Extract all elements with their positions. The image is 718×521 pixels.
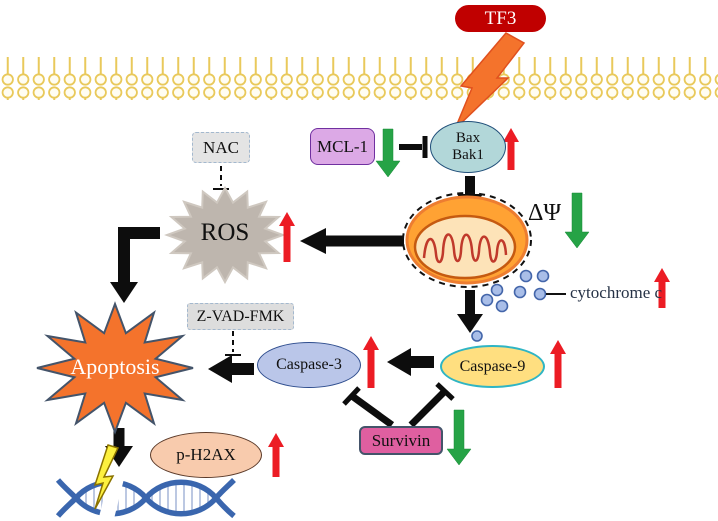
caspase9-node: Caspase-9 — [440, 345, 545, 388]
inhibition-bars — [213, 136, 455, 428]
ph2ax-label: p-H2AX — [176, 445, 236, 464]
up-arrow-bax-icon — [503, 128, 519, 170]
ph2ax-node: p-H2AX — [150, 432, 262, 478]
up-arrow-cytochrome-icon — [654, 268, 670, 308]
cytochrome-c-label: cytochrome c — [570, 283, 663, 302]
nac-node: NAC — [192, 132, 250, 163]
apoptosis-starburst-icon — [36, 301, 194, 435]
ros-label: ROS — [200, 219, 250, 246]
caspase3-label: Caspase-3 — [276, 356, 342, 373]
tf3-label: TF3 — [484, 7, 517, 29]
up-arrow-caspase3-icon — [363, 336, 379, 388]
arrow-mitochondria-to-ros — [300, 228, 404, 254]
mitochondria-icon — [402, 192, 532, 288]
up-arrow-caspase9-icon — [550, 340, 566, 388]
caspase3-node: Caspase-3 — [257, 342, 361, 388]
inhibition-zvadfmk-to-caspase3-arrow — [225, 331, 241, 356]
inhibition-nac-to-ros — [213, 166, 229, 190]
down-arrow-deltapsi-icon — [564, 192, 590, 249]
arrow-ros-to-apoptosis — [110, 227, 160, 303]
inhibition-survivin-to-caspase3 — [342, 386, 395, 428]
ros-starburst-icon — [164, 185, 286, 285]
up-arrow-ros-icon — [279, 212, 295, 262]
dna-damage-lightning-icon — [93, 444, 120, 510]
up-arrow-ph2ax-icon — [268, 433, 284, 477]
arrow-caspase3-to-apoptosis — [208, 355, 254, 383]
tf3-node: TF3 — [455, 5, 546, 32]
delta-psi-label: ΔΨ — [528, 200, 562, 226]
survivin-node: Survivin — [359, 426, 443, 455]
mcl1-node: MCL-1 — [310, 128, 375, 165]
bak1-label: Bak1 — [452, 147, 484, 163]
down-arrow-survivin-icon — [446, 409, 472, 466]
cytochrome-c-dots-icon — [471, 269, 566, 342]
arrow-mitochondria-to-caspase9 — [457, 290, 483, 333]
green-down-arrows — [375, 128, 590, 466]
nac-label: NAC — [203, 137, 239, 157]
mcl1-label: MCL-1 — [317, 136, 368, 156]
zvadfmk-node: Z-VAD-FMK — [187, 303, 294, 330]
down-arrow-mcl1-icon — [375, 128, 401, 178]
dna-icon — [55, 472, 236, 521]
apoptosis-label: Apoptosis — [70, 354, 160, 379]
cell-membrane-icon — [0, 57, 718, 100]
dna-strands — [55, 478, 236, 519]
survivin-label: Survivin — [371, 430, 431, 450]
red-up-arrows — [268, 128, 670, 477]
dna-break-gap — [97, 472, 125, 521]
bax-label: Bax — [455, 129, 481, 146]
caspase9-label: Caspase-9 — [459, 357, 526, 375]
zvadfmk-label: Z-VAD-FMK — [196, 307, 285, 325]
inhibition-survivin-to-caspase9 — [408, 382, 455, 428]
inhibition-mcl1-to-bax — [399, 136, 428, 158]
arrow-caspase9-to-caspase3 — [387, 348, 434, 376]
activation-arrows — [105, 176, 483, 467]
bax-bak1-node: Bax Bak1 — [430, 121, 506, 173]
tf3-lightning-icon — [454, 32, 526, 130]
